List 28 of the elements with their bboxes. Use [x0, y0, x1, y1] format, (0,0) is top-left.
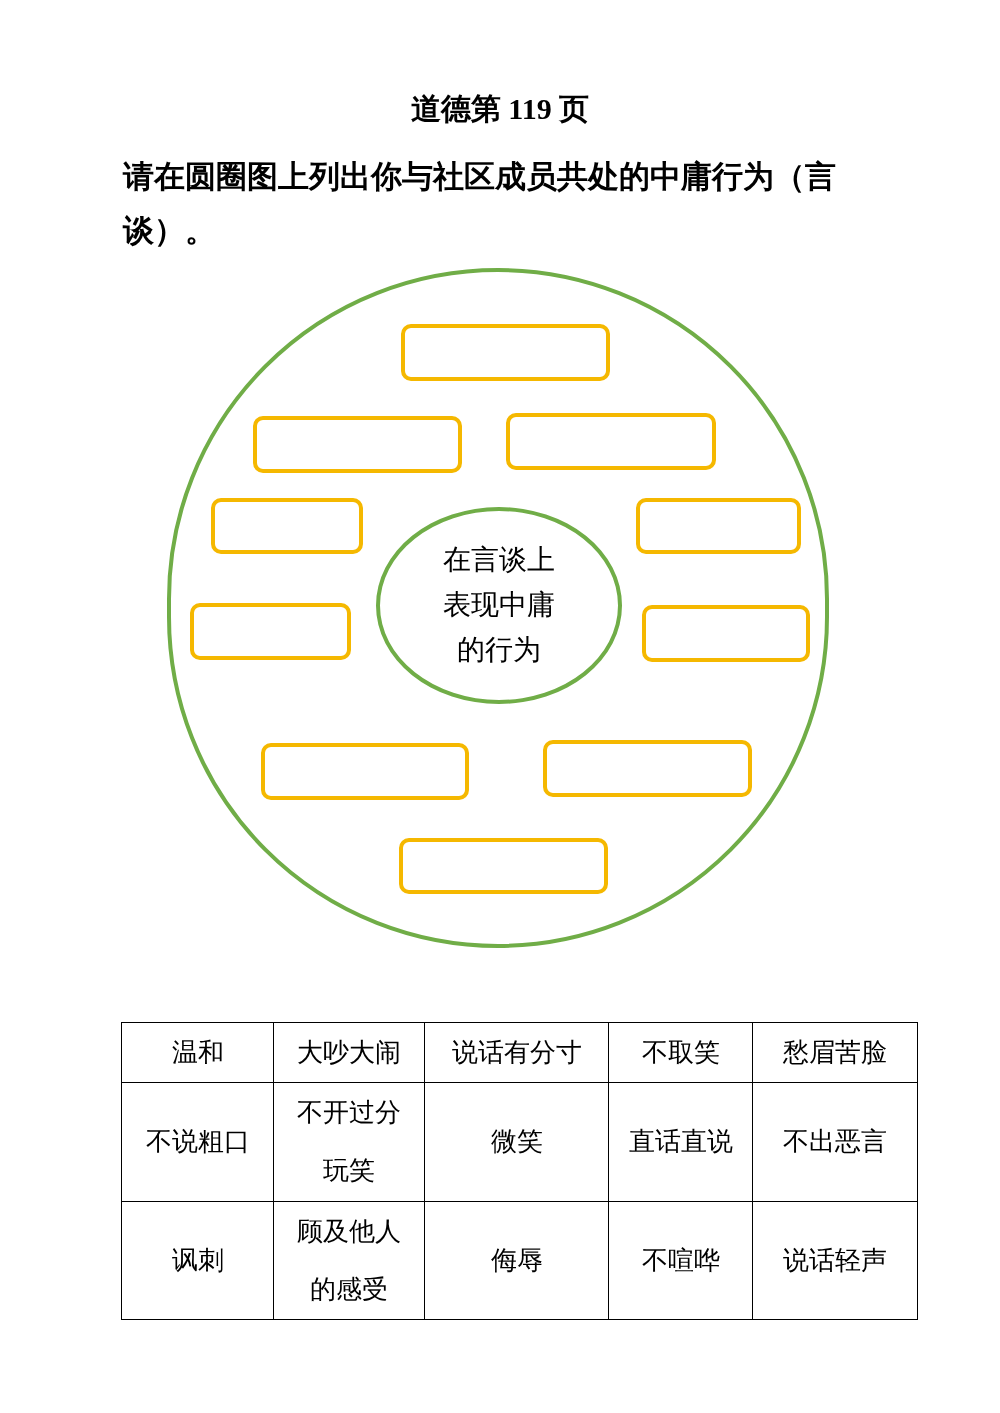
- answer-box: [506, 413, 716, 470]
- page-title: 道德第 119 页: [409, 91, 591, 127]
- table-cell: 顾及他人的感受: [274, 1202, 425, 1320]
- answer-box: [211, 498, 363, 554]
- center-text: 在言谈上表现中庸的行为: [442, 543, 556, 667]
- table-cell: 说话轻声: [753, 1202, 918, 1320]
- answer-box: [253, 416, 462, 473]
- table-cell: 不喧哗: [609, 1202, 753, 1320]
- table-cell: 不出恶言: [753, 1083, 918, 1202]
- table-cell: 直话直说: [609, 1083, 753, 1202]
- table-cell: 愁眉苦脸: [753, 1023, 918, 1083]
- answer-box: [261, 743, 469, 800]
- table-cell: 说话有分寸: [425, 1023, 609, 1083]
- table-cell: 侮辱: [425, 1202, 609, 1320]
- answer-box: [401, 324, 610, 381]
- answer-box: [636, 498, 801, 554]
- answer-box: [399, 838, 608, 894]
- table-cell: 不说粗口: [122, 1083, 274, 1202]
- instruction-text: 请在圆圈图上列出你与社区成员共处的中庸行为（言谈）。: [123, 158, 837, 250]
- table-cell: 温和: [122, 1023, 274, 1083]
- answer-box: [543, 740, 752, 797]
- table-cell: 微笑: [425, 1083, 609, 1202]
- answer-box: [190, 603, 351, 660]
- table-cell: 不取笑: [609, 1023, 753, 1083]
- table-cell: 讽刺: [122, 1202, 274, 1320]
- table-cell: 不开过分玩笑: [274, 1083, 425, 1202]
- table-cell: 大吵大闹: [274, 1023, 425, 1083]
- answer-box: [642, 605, 810, 662]
